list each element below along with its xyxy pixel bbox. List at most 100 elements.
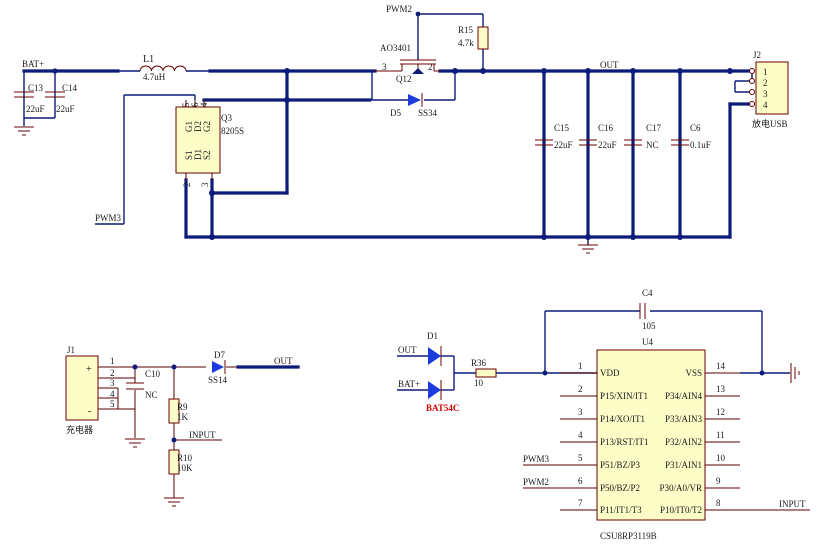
- c13-label: C13: [28, 83, 44, 93]
- u4-left-pin-name: P14/XO/IT1: [600, 414, 645, 424]
- out-net-label: OUT: [600, 60, 619, 70]
- c10-value: NC: [145, 390, 158, 400]
- c14-value: 22uF: [56, 104, 75, 114]
- input-net-label: INPUT: [189, 430, 216, 440]
- c17-value: NC: [646, 140, 659, 150]
- ground-symbol-j1: [125, 438, 145, 448]
- q3-d2: D2: [193, 121, 203, 132]
- q3-g1: G1: [184, 121, 194, 132]
- c10-capacitor: [126, 382, 144, 390]
- q3-pin4: 4: [199, 102, 209, 107]
- j2-pin3: 3: [763, 89, 768, 99]
- thin-wires: [23, 13, 753, 245]
- pwm3-label: PWM3: [95, 213, 122, 223]
- j1-name: 充电器: [66, 424, 93, 435]
- j1-label: J1: [67, 345, 75, 355]
- u4-right-pin-name: P32/AIN2: [665, 437, 702, 447]
- r36-resistor: [475, 368, 497, 378]
- c4-label: C4: [642, 288, 653, 298]
- d5-diode: [408, 93, 423, 107]
- u4-left-pin-number: 3: [578, 407, 583, 417]
- d7-value: SS14: [208, 375, 228, 385]
- u4-right-pin-number: 11: [716, 430, 725, 440]
- d1-label: D1: [427, 331, 438, 341]
- j2-pin1: 1: [763, 67, 768, 77]
- d7-label: D7: [214, 350, 225, 360]
- u4-left-pin-number: 6: [578, 476, 583, 486]
- u4-left-pin-number: 1: [578, 361, 583, 371]
- c13-value: 22uF: [26, 104, 45, 114]
- ao3401-label: AO3401: [380, 43, 411, 53]
- j2-label: J2: [753, 50, 761, 60]
- d1-bat-label: BAT+: [398, 379, 420, 389]
- r9-label: R9: [177, 402, 188, 412]
- bat-plus-label: BAT+: [22, 59, 44, 69]
- q12-pin3: 3: [382, 62, 387, 72]
- l1-label: L1: [143, 54, 154, 65]
- d1-value: BAT54C: [426, 403, 459, 413]
- u4-label: U4: [642, 337, 653, 347]
- j2-usb-connector: [749, 61, 789, 115]
- q3-pin3: 3: [200, 182, 210, 187]
- c10-label: C10: [145, 369, 161, 379]
- junction-input: [171, 437, 177, 443]
- r9-resistor: [168, 398, 180, 424]
- j1-plus: +: [86, 364, 92, 375]
- r10-label: R10: [177, 453, 193, 463]
- q3-label: Q3: [221, 113, 232, 123]
- ground-symbol-bat: [14, 126, 34, 136]
- j1-minus: -: [88, 406, 91, 417]
- c4-value: 105: [642, 321, 656, 331]
- q3-d1: D1: [193, 149, 203, 160]
- q3-s2: S2: [202, 150, 212, 160]
- c6-label: C6: [690, 123, 701, 133]
- c15-label: C15: [554, 123, 570, 133]
- q3-value: 8205S: [221, 126, 244, 136]
- j1-pin-wires: [98, 366, 238, 498]
- q12-pin2: 2: [428, 62, 433, 72]
- q3-g2: G2: [202, 121, 212, 132]
- junction-vdd: [542, 370, 548, 376]
- input-b-label: INPUT: [779, 499, 806, 509]
- out2-net-label: OUT: [274, 356, 293, 366]
- pwm2-top-label: PWM2: [386, 4, 412, 14]
- d1-out-label: OUT: [398, 345, 417, 355]
- u4-left-pin-number: 4: [578, 430, 583, 440]
- l1-value: 4.7uH: [143, 72, 166, 82]
- output-capacitors: [535, 139, 689, 146]
- q3-pin5: 5: [181, 102, 191, 107]
- j1-pin1: 1: [110, 356, 115, 366]
- u4-right-pin-name: P30/A0/VR: [659, 483, 702, 493]
- u4-part-label: CSU8RP3119B: [600, 531, 657, 541]
- c14-label: C14: [62, 83, 78, 93]
- u4-right-pin-number: 9: [716, 476, 721, 486]
- c14-capacitor: [45, 91, 65, 98]
- q3-pin2: 2: [182, 183, 192, 188]
- u4-right-pin-number: 13: [716, 384, 726, 394]
- u4-right-pin-number: 12: [716, 407, 725, 417]
- d5-value: SS34: [418, 108, 438, 118]
- r36-label: R36: [471, 358, 487, 368]
- u4-left-pin-number: 7: [578, 498, 583, 508]
- ground-symbol-vss: [740, 363, 800, 383]
- junction-r9-top: [171, 364, 177, 370]
- u4-left-pin-number: 5: [578, 453, 583, 463]
- u4-left-pin-name: P13/RST/IT1: [600, 437, 649, 447]
- d5-label: D5: [390, 108, 401, 118]
- q3-mosfet: [175, 100, 221, 180]
- ground-symbol-out: [578, 244, 598, 254]
- ground-symbol-r10: [164, 497, 184, 507]
- u4-left-pin-name: P15/XIN/IT1: [600, 391, 648, 401]
- j2-pin4: 4: [763, 100, 768, 110]
- j1-pin2: 2: [110, 368, 115, 378]
- j1-pin5: 5: [110, 399, 115, 409]
- d7-diode: [212, 360, 226, 374]
- u4-right-pin-name: P33/AIN3: [665, 414, 703, 424]
- u4-chip: [596, 349, 706, 521]
- junction-dots: [52, 11, 733, 240]
- j1-pin3: 3: [110, 378, 115, 388]
- r10-value: 10K: [177, 463, 193, 473]
- u4-right-pin-number: 8: [716, 498, 721, 508]
